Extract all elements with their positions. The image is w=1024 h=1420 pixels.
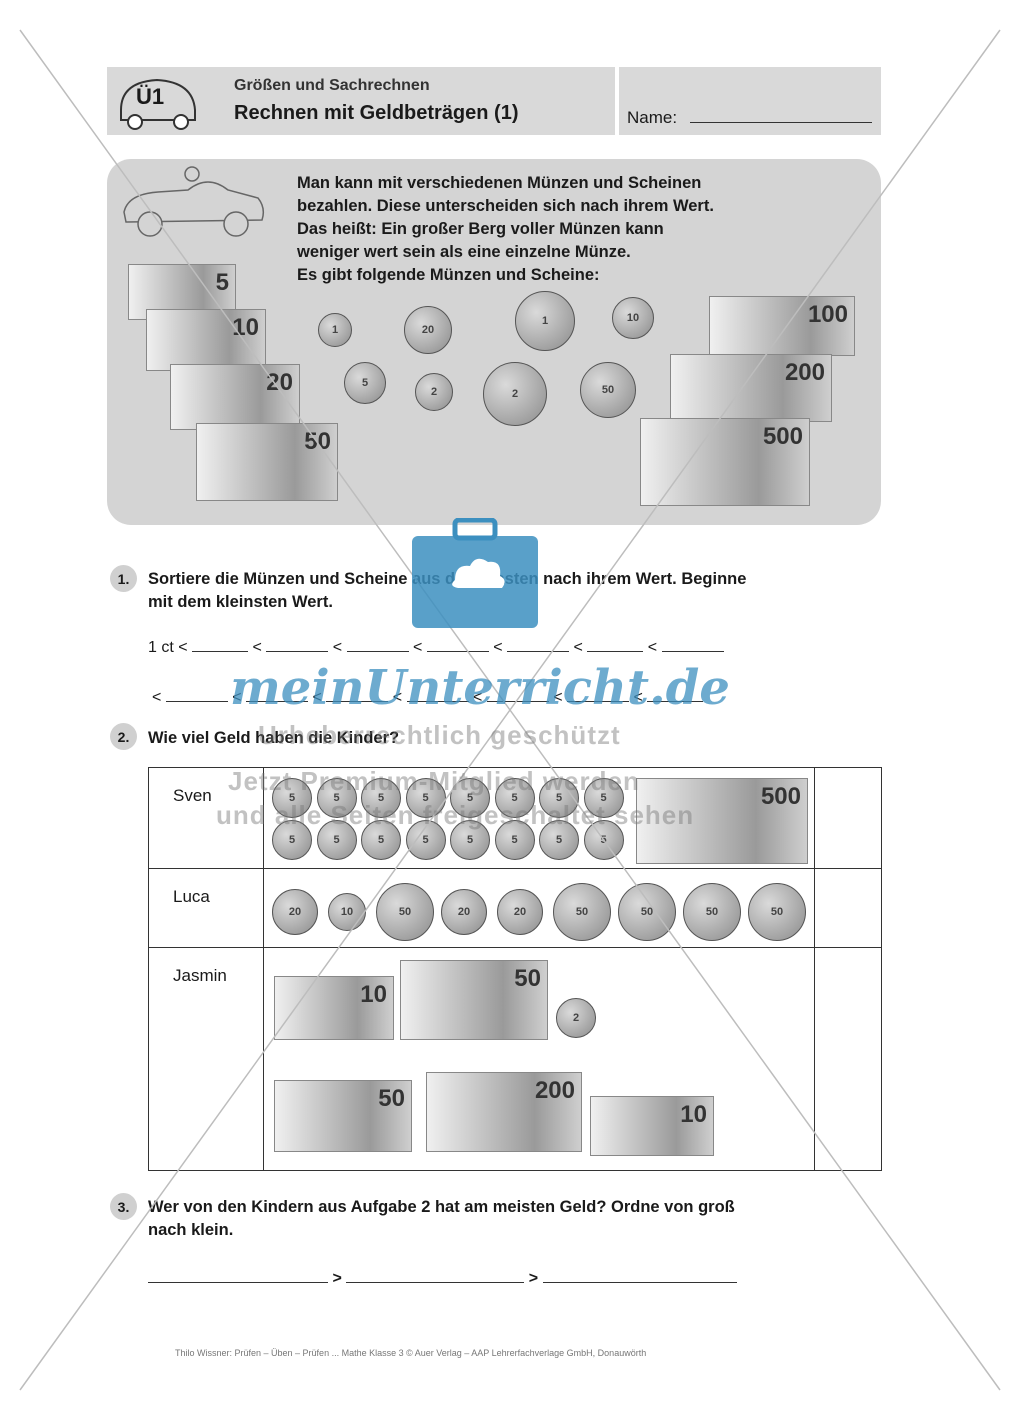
worksheet-title: Rechnen mit Geldbeträgen (1) xyxy=(234,102,519,124)
less-than-sign: < xyxy=(152,689,162,706)
answer-blank[interactable] xyxy=(192,637,249,652)
coin-10ct: 10 xyxy=(328,893,366,931)
answer-blank[interactable] xyxy=(266,637,329,652)
exercise-badge: Ü1 xyxy=(136,84,165,109)
briefcase-logo-icon xyxy=(412,518,538,628)
task-number: 3. xyxy=(110,1193,137,1220)
coin-10ct: 10 xyxy=(612,297,654,339)
watermark-logo-text: meinUnterricht.de xyxy=(230,660,730,716)
answer-blank[interactable] xyxy=(148,1268,328,1283)
answer-blank[interactable] xyxy=(507,637,570,652)
watermark-line: Jetzt Premium-Mitglied werden xyxy=(228,766,640,796)
coin-2euro: 2 xyxy=(483,362,547,426)
footer-credit: Thilo Wissner: Prüfen – Üben – Prüfen ..… xyxy=(175,1348,647,1358)
order-answer-row: > > xyxy=(148,1268,737,1288)
child-name: Jasmin xyxy=(148,947,264,1171)
watermark-line: Urheberrechtlich geschützt xyxy=(258,720,621,750)
answer-blank[interactable] xyxy=(346,1268,525,1283)
task-number: 1. xyxy=(110,565,137,592)
less-than-sign: < xyxy=(252,639,262,656)
banknote-50: 50 xyxy=(400,960,548,1040)
answer-blank[interactable] xyxy=(165,687,228,702)
coin-1ct: 1 xyxy=(318,313,352,347)
banknote-200: 200 xyxy=(670,354,832,422)
info-line: weniger wert sein als eine einzelne Münz… xyxy=(297,243,631,261)
less-than-sign: < xyxy=(573,639,583,656)
answer-blank[interactable] xyxy=(346,637,409,652)
less-than-sign: < xyxy=(332,639,343,656)
convertible-car-icon xyxy=(123,166,265,237)
coin-20ct: 20 xyxy=(497,889,543,935)
answer-blank[interactable] xyxy=(542,1268,737,1283)
answer-cell[interactable] xyxy=(814,947,882,1171)
name-label: Name: xyxy=(627,108,678,127)
banknote-500: 500 xyxy=(640,418,810,506)
banknote-10: 10 xyxy=(590,1096,714,1156)
subject-label: Größen und Sachrechnen xyxy=(234,77,430,94)
banknote-50: 50 xyxy=(196,423,338,501)
sequence-start: 1 ct < xyxy=(148,639,188,656)
answer-cell[interactable] xyxy=(814,767,882,869)
banknote-10: 10 xyxy=(274,976,394,1040)
task-text-line: nach klein. xyxy=(148,1221,234,1239)
less-than-sign: < xyxy=(647,639,658,656)
coin-1euro: 1 xyxy=(515,291,575,351)
info-line: bezahlen. Diese unterscheiden sich nach … xyxy=(297,197,714,215)
coin-2euro: 2 xyxy=(556,998,596,1038)
banknote-50: 50 xyxy=(274,1080,412,1152)
info-line: Man kann mit verschiedenen Münzen und Sc… xyxy=(297,174,702,192)
coin-2ct: 2 xyxy=(415,373,453,411)
watermark-line: und alle Seiten freigeschaltet sehen xyxy=(216,800,695,830)
less-than-sign: < xyxy=(493,639,503,656)
banknote-100: 100 xyxy=(709,296,855,356)
banknote-10: 10 xyxy=(146,309,266,371)
coin-50ct: 50 xyxy=(553,883,611,941)
coin-20ct: 20 xyxy=(272,889,318,935)
info-text: Man kann mit verschiedenen Münzen und Sc… xyxy=(297,172,797,287)
answer-blank[interactable] xyxy=(587,637,644,652)
coin-50ct: 50 xyxy=(376,883,434,941)
coin-20ct: 20 xyxy=(441,889,487,935)
info-line: Es gibt folgende Münzen und Scheine: xyxy=(297,266,600,284)
answer-blank[interactable] xyxy=(426,637,489,652)
coin-50ct: 50 xyxy=(748,883,806,941)
coin-5ct: 5 xyxy=(344,362,386,404)
answer-blank[interactable] xyxy=(661,637,724,652)
task-number: 2. xyxy=(110,723,137,750)
greater-than-sign: > xyxy=(528,1270,539,1287)
greater-than-sign: > xyxy=(332,1270,342,1287)
child-name: Luca xyxy=(148,868,264,948)
coin-50ct: 50 xyxy=(618,883,676,941)
name-field[interactable] xyxy=(690,122,872,123)
sort-sequence-row1: 1 ct < < < < < < < xyxy=(148,637,724,657)
less-than-sign: < xyxy=(412,639,423,656)
task-3-text: Wer von den Kindern aus Aufgabe 2 hat am… xyxy=(148,1196,868,1242)
answer-cell[interactable] xyxy=(814,868,882,948)
coin-50ct: 50 xyxy=(683,883,741,941)
task-text-line: Wer von den Kindern aus Aufgabe 2 hat am… xyxy=(148,1198,735,1216)
info-line: Das heißt: Ein großer Berg voller Münzen… xyxy=(297,220,664,238)
coin-20ct: 20 xyxy=(404,306,452,354)
banknote-20: 20 xyxy=(170,364,300,430)
coin-50ct: 50 xyxy=(580,362,636,418)
banknote-200: 200 xyxy=(426,1072,582,1152)
